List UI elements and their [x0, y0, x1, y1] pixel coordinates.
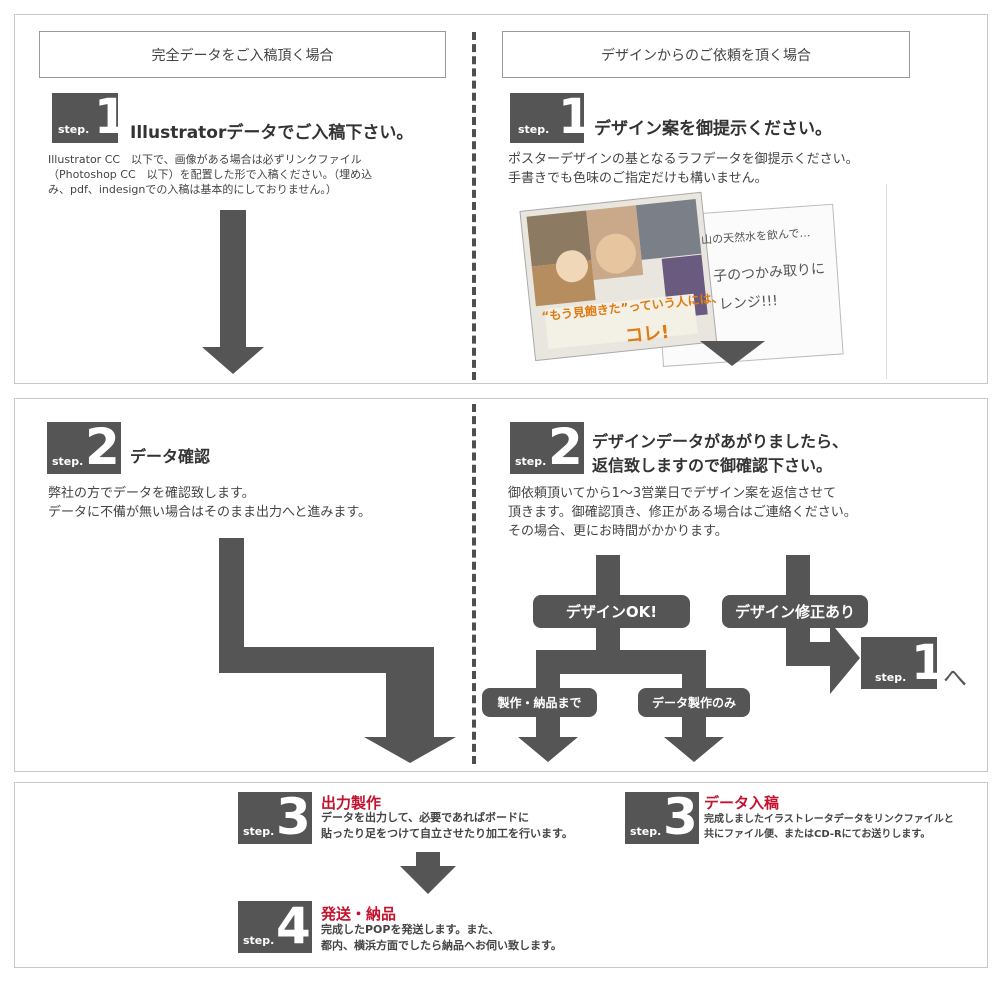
arrow-left-step2-down — [219, 538, 456, 763]
step-word: step. — [875, 671, 907, 684]
back-suffix: へ — [943, 664, 967, 692]
step-word: step. — [515, 455, 547, 468]
right-step1-title: デザイン案を御提示ください。 — [594, 119, 832, 139]
step3-output-badge: step. 3 — [238, 792, 312, 844]
column-divider-top — [472, 32, 476, 380]
sample-rough-illustration — [519, 191, 844, 367]
step-number: 2 — [85, 418, 120, 476]
left-step1-title: Illustratorデータでご入稿下さい。 — [130, 123, 414, 143]
step-word: step. — [518, 123, 550, 136]
arrow-right-step1-down — [700, 341, 765, 366]
arrow-design-fix — [786, 555, 860, 694]
step4-title: 発送・納品 — [321, 905, 397, 923]
left-step1-desc: Illustrator CC 以下で、画像がある場合は必ずリンクファイル （Ph… — [48, 153, 373, 196]
step-number: 3 — [663, 788, 698, 846]
right-step1-desc: ポスターデザインの基となるラフデータを御提示ください。 手書きでも色味のご指定だ… — [508, 152, 859, 186]
left-step2-badge: step. 2 — [47, 422, 121, 474]
to-delivery-label: 製作・納品まで — [482, 688, 597, 717]
step3-data-badge: step. 3 — [625, 792, 699, 844]
arrow-left-step1-down — [202, 210, 264, 374]
step-word: step. — [630, 825, 662, 838]
right-step2-desc: 御依頼頂いてから1～3営業日でデザイン案を返信させて 頂きます。御確認頂き、修正… — [508, 486, 857, 539]
column-divider-middle — [472, 404, 476, 764]
back-to-step1-badge: step. 1 — [861, 637, 944, 689]
left-step2-desc: 弊社の方でデータを確認致します。 データに不備が無い場合はそのまま出力へと進みま… — [48, 486, 372, 520]
sample-rough-image: “もう見飽きた”っていう人には、 コレ! 山の天然水を飲んで… 子のつかみ取りに… — [513, 184, 887, 379]
left-column-header: 完全データをご入稿頂く場合 — [39, 31, 446, 78]
step-number: 1 — [911, 635, 945, 691]
step-word: step. — [52, 455, 84, 468]
step3-data-desc: 完成しましたイラストレータデータをリンクファイルと 共にファイル便、またはCD-… — [704, 814, 954, 840]
right-step1-badge: step. 1 — [510, 93, 591, 143]
step-number: 2 — [548, 418, 583, 476]
step-number: 3 — [276, 788, 311, 846]
right-step2-badge: step. 2 — [510, 422, 584, 474]
data-only-label: データ製作のみ — [638, 688, 750, 717]
design-fix-label: デザイン修正あり — [722, 595, 868, 628]
right-column-header: デザインからのご依頼を頂く場合 — [502, 31, 910, 78]
step-number: 4 — [276, 897, 311, 955]
right-step2-title-line2: 返信致しますので御確認下さい。 — [592, 456, 833, 475]
step3-data-title: データ入稿 — [704, 794, 780, 812]
arrow-branch-trunk — [518, 555, 724, 762]
design-ok-label: デザインOK! — [533, 595, 690, 628]
right-step2-title-line1: デザインデータがあがりましたら、 — [592, 432, 849, 451]
left-step1-badge: step. 1 — [52, 93, 127, 143]
step-word: step. — [58, 123, 90, 136]
step4-badge: step. 4 — [238, 901, 312, 953]
step-number: 1 — [558, 89, 592, 145]
step-word: step. — [243, 934, 275, 947]
section-step3-4 — [14, 782, 988, 968]
step3-output-title: 出力製作 — [321, 794, 382, 812]
left-step2-title: データ確認 — [130, 447, 211, 466]
step3-output-desc: データを出力して、必要であればボードに 貼ったり足をつけて自立させたり加工を行い… — [321, 811, 573, 840]
step-number: 1 — [94, 89, 128, 145]
step-word: step. — [243, 825, 275, 838]
step4-desc: 完成したPOPを発送します。また、 都内、横浜方面でしたら納品へお伺い致します。 — [321, 923, 562, 952]
